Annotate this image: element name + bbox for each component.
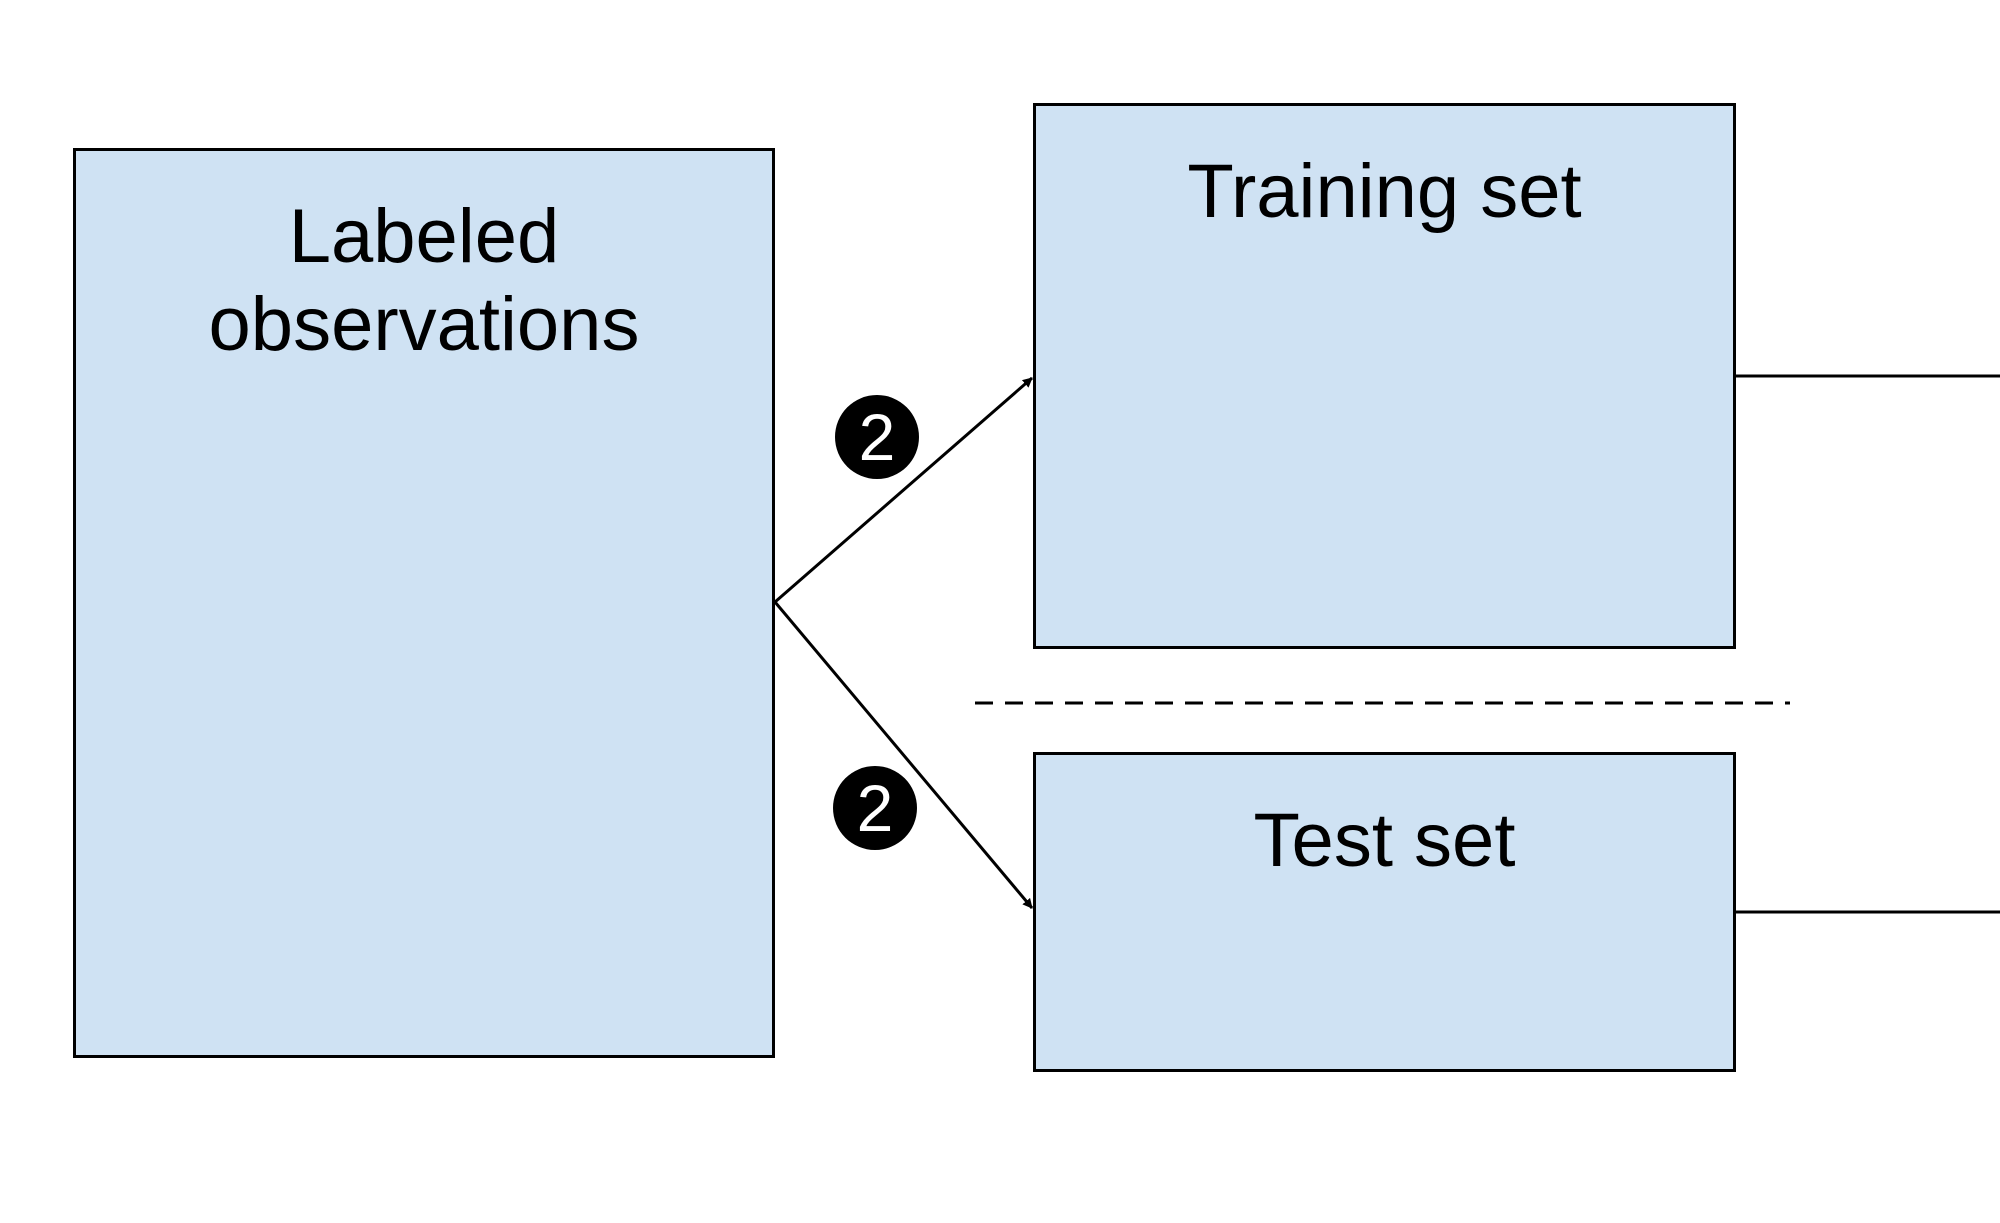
labeled-observations-label: Labeled observations xyxy=(76,193,772,369)
step-badge-lower: 2 xyxy=(833,766,917,850)
step-badge-upper: 2 xyxy=(835,395,919,479)
labeled-observations-line-1: Labeled xyxy=(288,194,560,279)
training-set-label: Training set xyxy=(1187,149,1582,234)
labeled-observations-box: Labeled observations xyxy=(73,148,775,1058)
arrow-to-test-set xyxy=(773,601,1034,909)
test-set-label: Test set xyxy=(1253,798,1516,883)
labeled-observations-line-2: observations xyxy=(208,282,640,367)
test-set-box: Test set xyxy=(1033,752,1736,1072)
training-set-box: Training set xyxy=(1033,103,1736,649)
arrow-to-training-set xyxy=(774,376,1033,604)
